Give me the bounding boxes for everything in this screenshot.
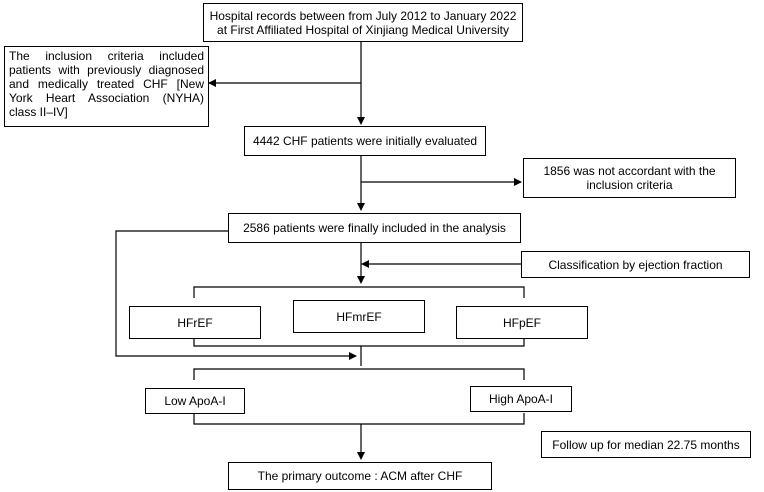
hfpef-text: HFpEF: [502, 315, 541, 330]
classification-text: Classification by ejection fraction: [548, 257, 723, 272]
included-text: 2586 patients were finally included in t…: [243, 221, 506, 235]
evaluated-text: 4442 CHF patients were initially evaluat…: [252, 134, 478, 148]
inclusion-criteria-box: The inclusion criteria included patients…: [4, 46, 209, 127]
evaluated-box: 4442 CHF patients were initially evaluat…: [244, 126, 486, 156]
low-apoa-box: Low ApoA-I: [145, 388, 245, 414]
high-apoa-box: High ApoA-I: [470, 386, 572, 412]
follow-up-box: Follow up for median 22.75 months: [541, 431, 751, 458]
excluded-line1: 1856 was not accordant with the: [543, 164, 716, 178]
excluded-line2: inclusion criteria: [586, 178, 673, 192]
hfmref-box: HFmrEF: [293, 300, 425, 333]
excluded-box: 1856 was not accordant with the inclusio…: [523, 158, 736, 198]
hfref-text: HFrEF: [177, 315, 213, 330]
low-apoa-text: Low ApoA-I: [164, 394, 226, 408]
bracket-apoa-top: [193, 368, 525, 380]
bracket-hf-bottom: [193, 335, 525, 347]
hfpef-box: HFpEF: [456, 306, 588, 339]
high-apoa-text: High ApoA-I: [488, 392, 554, 406]
follow-up-text: Follow up for median 22.75 months: [552, 437, 740, 452]
inclusion-criteria-text: The inclusion criteria included patients…: [9, 49, 204, 119]
hfref-box: HFrEF: [129, 306, 261, 339]
bracket-apoa-bottom: [193, 413, 525, 425]
hospital-records-box: Hospital records between from July 2012 …: [203, 3, 523, 42]
bracket-hf-top: [193, 286, 525, 298]
outcome-box: The primary outcome : ACM after CHF: [228, 462, 492, 490]
hospital-records-line2: at First Affiliated Hospital of Xinjiang…: [217, 22, 509, 37]
classification-box: Classification by ejection fraction: [521, 251, 750, 278]
hospital-records-line1: Hospital records between from July 2012 …: [209, 8, 517, 23]
bypass-line: [115, 230, 357, 360]
outcome-text: The primary outcome : ACM after CHF: [257, 469, 463, 483]
included-box: 2586 patients were finally included in t…: [228, 213, 521, 243]
hfmref-text: HFmrEF: [336, 309, 382, 324]
